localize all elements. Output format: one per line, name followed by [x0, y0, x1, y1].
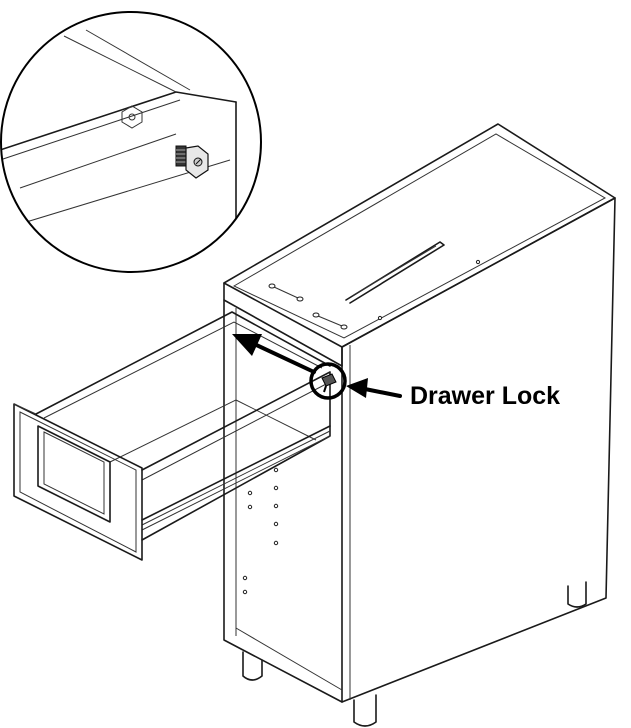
- drawer: [13, 311, 331, 561]
- zoom-detail: [0, 11, 262, 273]
- drawer-lock-label: Drawer Lock: [410, 382, 560, 410]
- cabinet-body: [223, 123, 616, 727]
- drawer-lock-marker: [309, 362, 347, 400]
- pull-arrow: [232, 334, 316, 374]
- drawer-lock-callout: Drawer Lock: [346, 378, 560, 410]
- lock-bolt-icon: [175, 145, 209, 179]
